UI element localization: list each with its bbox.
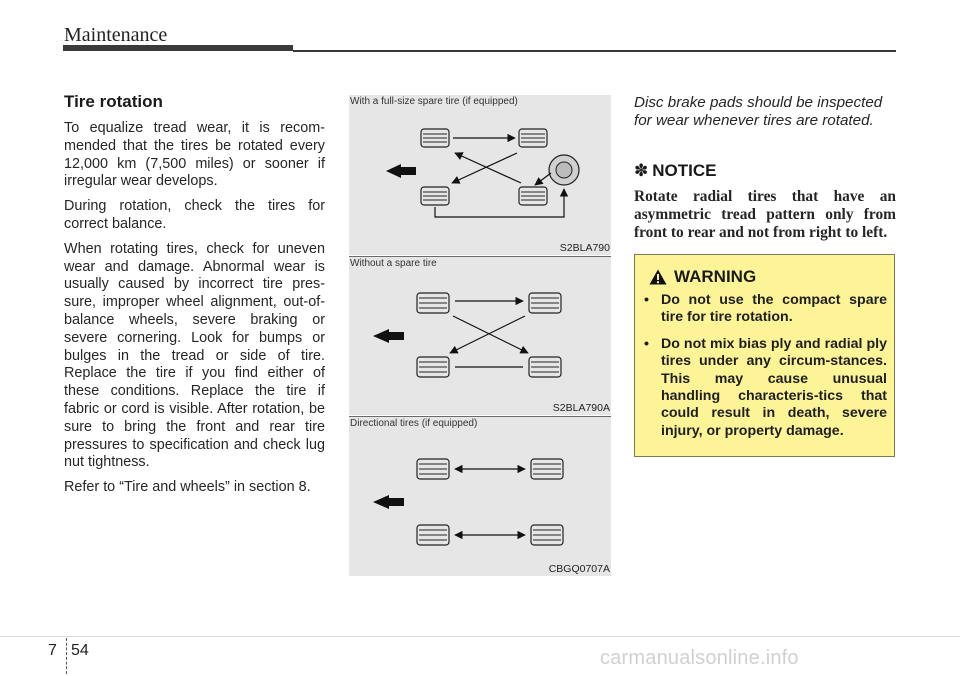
tire-icon	[420, 186, 450, 206]
tire-icon	[530, 524, 564, 546]
notice-title: NOTICE	[652, 161, 717, 180]
header-rule-thin	[293, 50, 896, 52]
right-column: Disc brake pads should be inspected for …	[634, 94, 896, 242]
tire-icon	[518, 128, 548, 148]
paragraph: During rotation, check the tires for cor…	[64, 198, 325, 232]
footer-rule	[0, 636, 960, 637]
figure-caption: Directional tires (if equipped)	[350, 418, 478, 429]
figure-code: S2BLA790	[559, 242, 610, 254]
page-divider	[66, 638, 67, 674]
figure-caption: With a full-size spare tire (if equipped…	[350, 96, 518, 107]
rotation-arrow	[451, 152, 518, 184]
paragraph: To equalize tread wear, it is recom-mend…	[64, 120, 325, 190]
front-arrow-icon	[373, 495, 404, 509]
notice-asterisk-icon: ✽	[634, 161, 649, 180]
rotation-arrow	[454, 152, 522, 184]
tire-icon	[518, 186, 548, 206]
paragraph: Refer to “Tire and wheels” in section 8.	[64, 479, 311, 496]
rotation-diagram-directional	[373, 458, 564, 546]
figure-divider	[349, 416, 611, 417]
notice-heading: ✽NOTICE	[634, 161, 896, 181]
tire-icon	[416, 356, 450, 378]
figure-full-size-spare: With a full-size spare tire (if equipped…	[349, 95, 611, 255]
rotation-arrow	[449, 315, 526, 354]
tire-icon	[528, 356, 562, 378]
front-arrow-icon	[373, 329, 404, 343]
figure-divider	[349, 256, 611, 257]
warning-item: • Do not mix bias ply and radial ply tire…	[643, 336, 887, 440]
figure-code: S2BLA790A	[552, 402, 610, 414]
figure-directional-tires: Directional tires (if equipped) CBGQ0707…	[349, 417, 611, 576]
figure-no-spare: Without a spare tire S2BLA790A	[349, 257, 611, 415]
tire-icon	[416, 458, 450, 480]
page-header-title: Maintenance	[64, 24, 168, 46]
watermark-text: carmanualsonline.info	[600, 647, 799, 669]
figure-caption: Without a spare tire	[350, 258, 437, 269]
bullet-icon: •	[644, 292, 649, 308]
warning-item-text: Do not mix bias ply and radial ply tires…	[661, 335, 887, 439]
tire-icon	[416, 524, 450, 546]
spare-tire-icon	[548, 154, 580, 186]
tire-icon	[416, 292, 450, 314]
warning-item: • Do not use the compact spare tire for t…	[643, 292, 887, 327]
rotation-arrow	[434, 188, 569, 218]
warning-heading: WARNING	[649, 267, 756, 287]
rotation-arrow	[534, 172, 552, 186]
warning-title: WARNING	[674, 267, 757, 286]
section-title: Tire rotation	[64, 92, 163, 111]
bullet-icon: •	[644, 335, 649, 352]
tire-icon	[528, 292, 562, 314]
header-rule-thick	[63, 45, 293, 51]
tire-icon	[530, 458, 564, 480]
warning-box: WARNING • Do not use the compact spare ti…	[634, 254, 895, 457]
chapter-number: 7	[48, 642, 57, 659]
warning-list: • Do not use the compact spare tire for t…	[643, 292, 887, 449]
rotation-diagram-no-spare	[373, 292, 562, 378]
brake-pad-note: Disc brake pads should be inspected for …	[634, 94, 883, 129]
page-number: 54	[71, 642, 89, 659]
warning-triangle-icon	[649, 269, 667, 285]
paragraph: When rotating tires, check for uneven we…	[64, 240, 325, 471]
warning-item-text: Do not use the compact spare tire for ti…	[661, 292, 887, 326]
rotation-arrow	[452, 315, 529, 354]
figure-code: CBGQ0707A	[548, 563, 610, 575]
notice-text: Rotate radial tires that have an asymmet…	[634, 188, 896, 241]
front-arrow-icon	[386, 164, 416, 178]
tire-icon	[420, 128, 450, 148]
left-column: Tire rotation To equalize tread wear, it…	[64, 92, 325, 504]
rotation-diagram-full-spare	[386, 128, 580, 218]
